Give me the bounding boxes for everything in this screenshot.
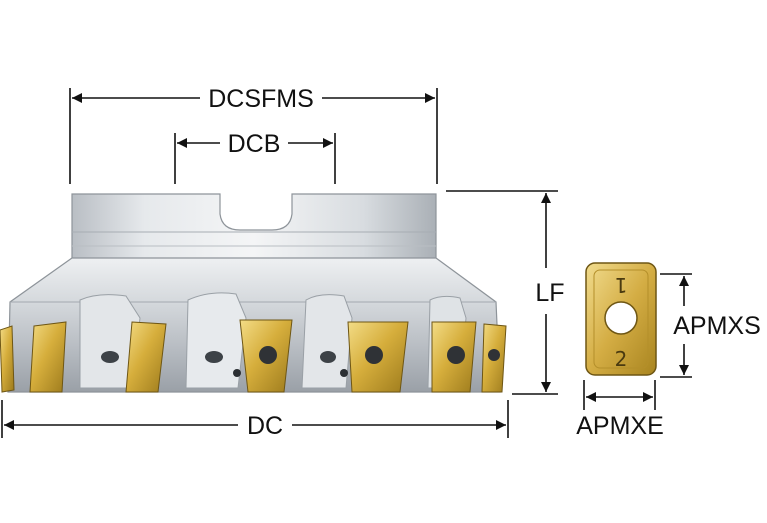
chip-pocket — [185, 292, 247, 389]
clamping-screw — [488, 349, 500, 361]
clamping-screw — [365, 346, 383, 364]
dimension-labels: DCSFMS DCB LF DC APMXS APMXE — [208, 85, 761, 440]
insert-mark-top: 1 — [615, 273, 628, 297]
coolant-hole — [205, 351, 223, 363]
coolant-hole — [233, 369, 241, 377]
dimension-lines — [1, 88, 692, 438]
cutter-hub — [71, 193, 437, 261]
apmxs-label: APMXS — [673, 312, 761, 340]
dcb-label: DCB — [228, 130, 281, 158]
cutting-insert — [29, 321, 67, 393]
insert-hole — [604, 301, 638, 335]
coolant-hole — [320, 351, 336, 363]
coolant-hole — [340, 369, 348, 377]
coolant-hole — [101, 351, 119, 363]
clamping-screw — [259, 346, 277, 364]
dcsfms-label: DCSFMS — [208, 85, 314, 113]
cutting-insert — [0, 325, 15, 393]
clamping-screw — [447, 346, 465, 364]
cutter-body — [0, 193, 507, 393]
insert-mark-bottom: 2 — [615, 347, 628, 371]
apmxe-label: APMXE — [576, 412, 664, 440]
dc-label: DC — [247, 412, 283, 440]
cutting-insert — [125, 321, 167, 393]
chip-pocket — [301, 294, 353, 389]
insert-detail: 1 2 — [585, 262, 657, 376]
lf-label: LF — [535, 279, 564, 307]
